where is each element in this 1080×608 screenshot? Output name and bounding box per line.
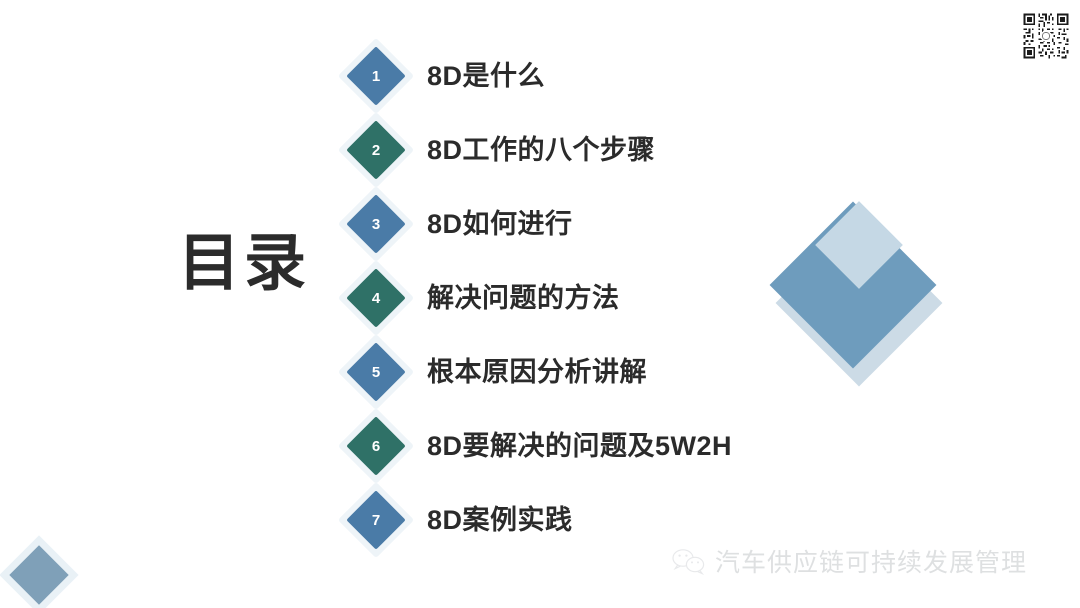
toc-item-label: 8D是什么 — [427, 61, 546, 91]
diamond-marker-icon: 1 — [337, 37, 415, 115]
diamond-marker-icon: 4 — [337, 259, 415, 337]
toc-item-number: 4 — [371, 289, 381, 307]
corner-accent-diamond-icon — [0, 535, 79, 608]
diamond-marker-icon: 2 — [337, 111, 415, 189]
toc-item-number: 2 — [371, 141, 381, 159]
toc-item-2[interactable]: 2 8D工作的八个步骤 — [337, 111, 875, 203]
toc-item-5[interactable]: 5 根本原因分析讲解 — [337, 333, 875, 425]
page-title: 目录 — [178, 229, 311, 298]
diamond-marker-icon: 7 — [337, 481, 415, 559]
toc-item-number: 3 — [371, 215, 381, 233]
diamond-marker-icon: 3 — [337, 185, 415, 263]
qr-code-icon — [1022, 12, 1070, 60]
watermark-text: 汽车供应链可持续发展管理 — [715, 549, 1028, 577]
toc-item-label: 8D要解决的问题及5W2H — [427, 431, 733, 461]
diamond-marker-icon: 5 — [337, 333, 415, 411]
toc-item-7[interactable]: 7 8D案例实践 — [337, 481, 875, 573]
toc-item-label: 解决问题的方法 — [427, 283, 620, 313]
toc-item-label: 8D如何进行 — [427, 209, 573, 239]
toc-item-label: 8D案例实践 — [427, 505, 573, 535]
decorative-diamond-graphic — [769, 201, 952, 388]
toc-item-number: 7 — [371, 511, 381, 529]
toc-item-number: 6 — [371, 437, 381, 455]
table-of-contents-list: 1 8D是什么 2 8D工作的八个步骤 3 8D如何进行 — [337, 37, 875, 573]
wechat-icon — [672, 547, 706, 575]
toc-item-6[interactable]: 6 8D要解决的问题及5W2H — [337, 407, 875, 499]
diamond-marker-icon: 6 — [337, 407, 415, 485]
toc-item-4[interactable]: 4 解决问题的方法 — [337, 259, 875, 351]
toc-item-3[interactable]: 3 8D如何进行 — [337, 185, 875, 277]
watermark: 汽车供应链可持续发展管理 — [672, 543, 1027, 579]
toc-item-label: 根本原因分析讲解 — [427, 357, 647, 387]
toc-item-number: 1 — [371, 67, 381, 85]
toc-item-number: 5 — [371, 363, 381, 381]
toc-item-label: 8D工作的八个步骤 — [427, 135, 656, 165]
toc-item-1[interactable]: 1 8D是什么 — [337, 37, 875, 129]
